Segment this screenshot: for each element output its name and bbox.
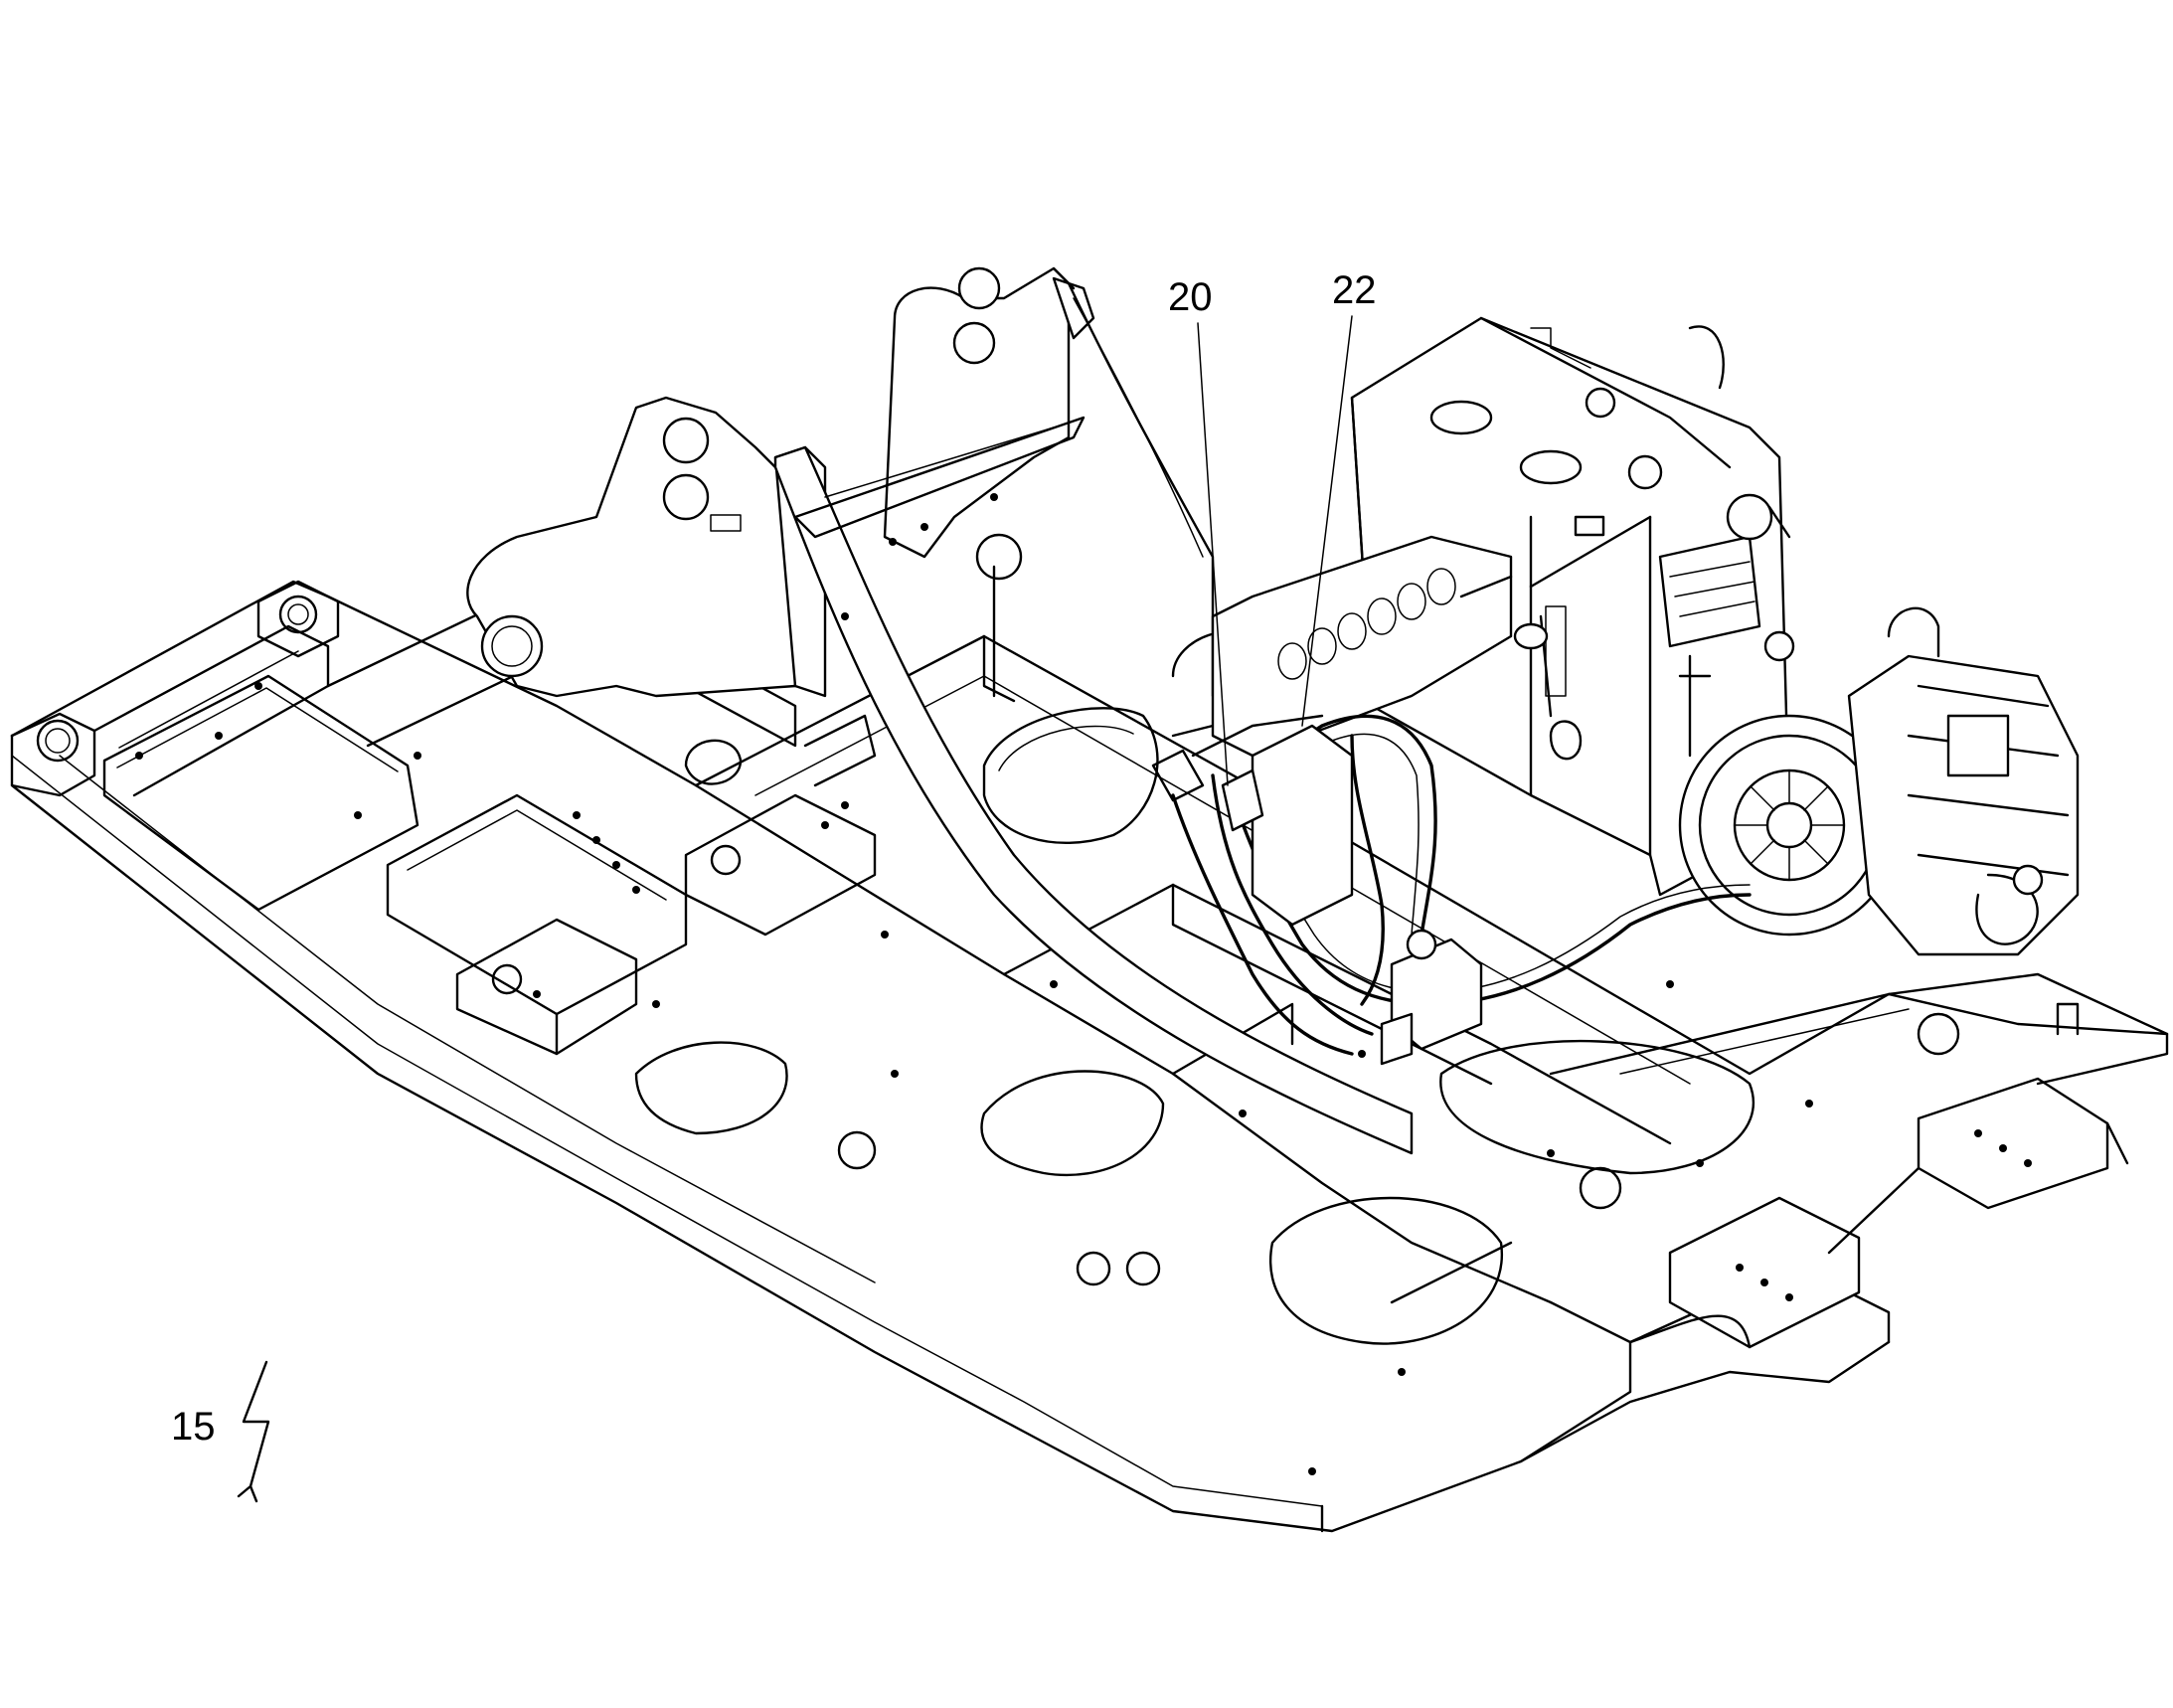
boom-mount-left-plate — [466, 396, 827, 785]
engine-block — [1350, 316, 1791, 897]
reference-20: 20 — [1168, 275, 1229, 786]
rear-outrigger-pads — [1549, 972, 2169, 1349]
control-valve-block — [1658, 493, 1795, 662]
lightning-arrow-icon — [237, 1360, 270, 1503]
fasteners — [135, 682, 1813, 1475]
flywheel-housing — [1678, 714, 1901, 937]
reference-numeral-20: 20 — [1168, 275, 1213, 319]
cross-tube — [793, 416, 1086, 620]
boom-arm — [773, 266, 1414, 1155]
engine-cylinder-head — [1211, 535, 1513, 758]
reference-numeral-15: 15 — [171, 1405, 216, 1449]
front-cross-member — [92, 580, 419, 912]
valve-cluster — [1151, 714, 1483, 1066]
chassis-openings — [634, 1012, 1960, 1345]
boom-mount-right-plate — [883, 266, 1095, 698]
reference-22: 22 — [1301, 268, 1377, 727]
reference-15: 15 — [171, 1360, 270, 1503]
reference-numeral-22: 22 — [1332, 268, 1377, 312]
hydraulic-pump — [1847, 606, 2080, 956]
